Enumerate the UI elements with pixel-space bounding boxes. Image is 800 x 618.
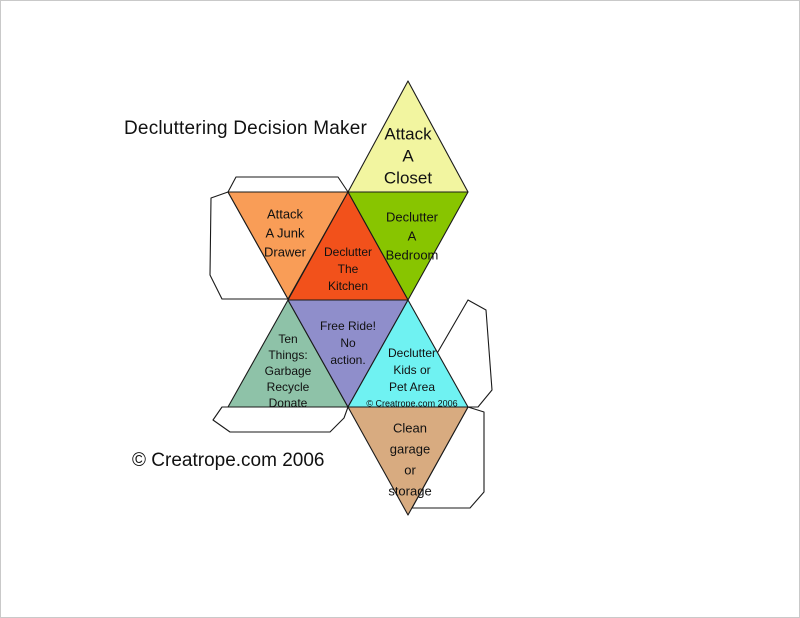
glue-flaps (209, 176, 493, 509)
face-label-ten-things-line4: Recycle (267, 380, 310, 394)
face-label-attack-a-closet-line3: Closet (384, 168, 432, 187)
face-label-ten-things-line5: Donate (269, 396, 308, 410)
face-label-declutter-the-kitchen-line3: Kitchen (328, 279, 368, 293)
face-attack-a-closet[interactable]: Attack A Closet (347, 80, 469, 193)
face-label-ten-things-line2: Things: (268, 348, 307, 362)
diagram-inner-copyright: © Creatrope.com 2006 (366, 398, 457, 408)
face-label-attack-a-closet-line1: Attack (384, 124, 432, 143)
face-declutter-the-kitchen[interactable]: Declutter The Kitchen (287, 191, 409, 301)
face-label-clean-garage-line3: or (404, 462, 416, 477)
face-label-declutter-kids-line3: Pet Area (389, 380, 435, 394)
face-label-declutter-kids-line2: Kids or (393, 363, 430, 377)
face-label-attack-a-junk-drawer-line3: Drawer (264, 244, 307, 259)
face-label-clean-garage-line4: storage (388, 483, 431, 498)
face-label-declutter-kids-line1: Declutter (388, 346, 436, 360)
face-label-ten-things-line3: Garbage (265, 364, 312, 378)
face-label-free-ride-line2: No (340, 336, 356, 350)
face-label-declutter-a-bedroom-line2: A (408, 228, 417, 243)
face-label-declutter-the-kitchen-line1: Declutter (324, 245, 372, 259)
face-label-declutter-the-kitchen-line2: The (338, 262, 359, 276)
page-copyright: © Creatrope.com 2006 (132, 450, 325, 471)
glue-flap-left-lower (212, 406, 349, 433)
face-ten-things[interactable]: Ten Things: Garbage Recycle Donate (227, 299, 349, 410)
face-free-ride[interactable]: Free Ride! No action. (287, 299, 409, 408)
face-label-attack-a-junk-drawer-line2: A Junk (265, 225, 305, 240)
face-label-declutter-a-bedroom-line3: Bedroom (386, 247, 439, 262)
face-label-free-ride-line3: action. (330, 353, 365, 367)
face-label-attack-a-closet-line2: A (402, 146, 414, 165)
face-label-attack-a-junk-drawer-line1: Attack (267, 206, 304, 221)
face-label-declutter-a-bedroom-line1: Declutter (386, 209, 439, 224)
face-label-clean-garage-line1: Clean (393, 420, 427, 435)
face-declutter-kids-or-pet-area[interactable]: Declutter Kids or Pet Area © Creatrope.c… (347, 299, 469, 408)
face-declutter-a-bedroom[interactable]: Declutter A Bedroom (347, 191, 469, 301)
face-clean-garage-or-storage[interactable]: Clean garage or storage (347, 406, 469, 516)
page-title: Decluttering Decision Maker (124, 118, 367, 139)
glue-flap-top-left (227, 176, 349, 193)
face-label-clean-garage-line2: garage (390, 441, 430, 456)
face-shape-clean-garage-or-storage[interactable] (347, 406, 469, 516)
face-label-ten-things-line1: Ten (278, 332, 297, 346)
face-label-free-ride-line1: Free Ride! (320, 319, 376, 333)
